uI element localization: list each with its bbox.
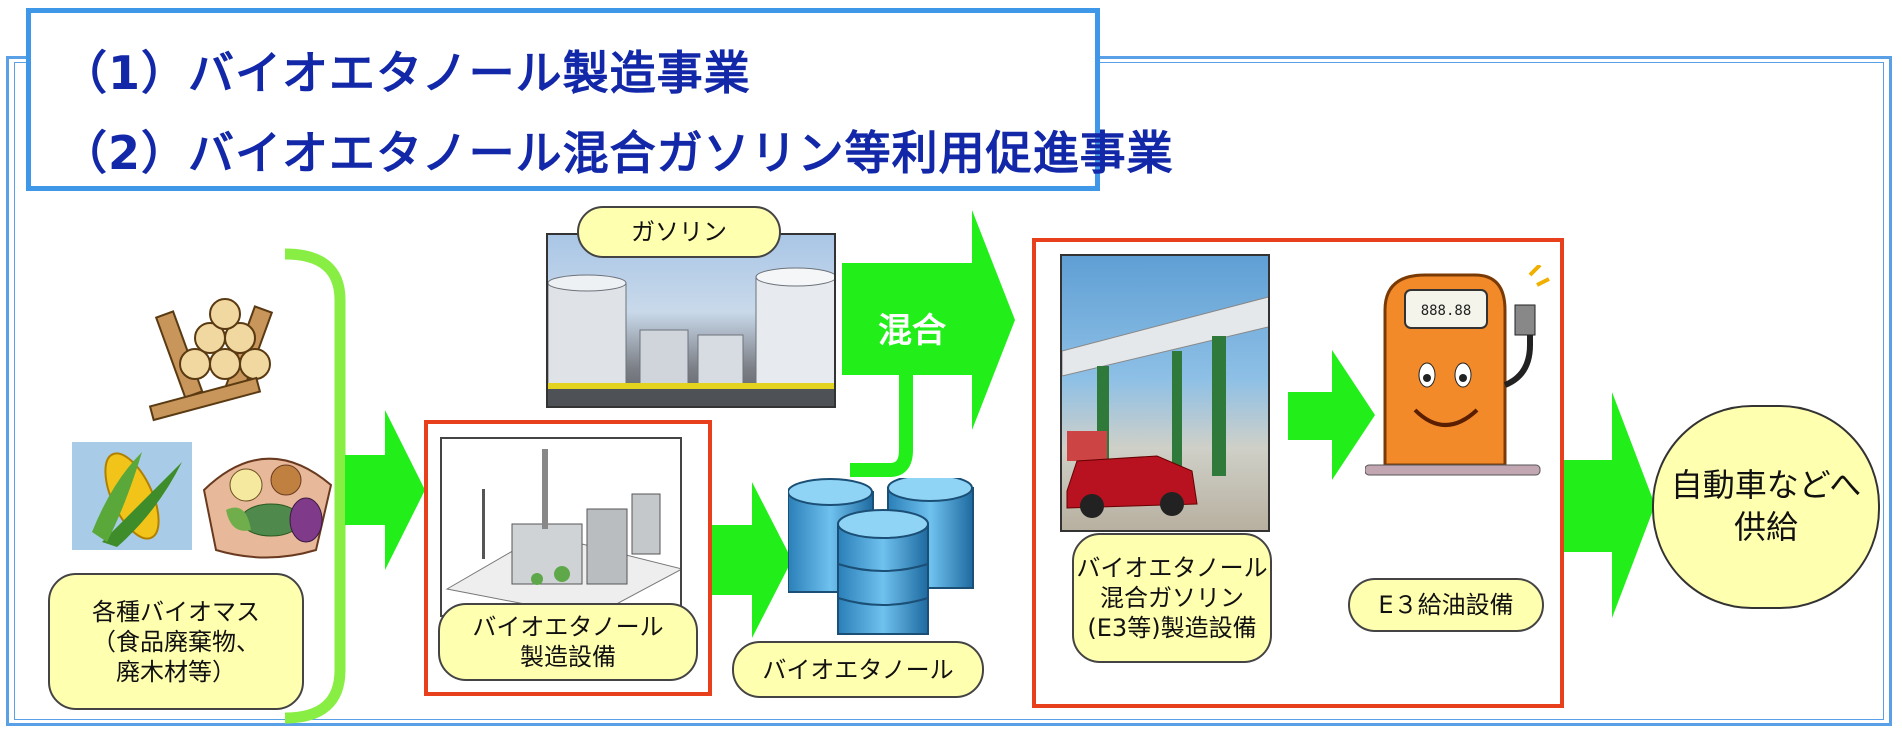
arrow-to-pump — [1288, 350, 1375, 480]
gasoline-tank-photo — [546, 233, 836, 408]
gasoline-label: ガソリン — [577, 206, 781, 258]
ethanol-plant-frame — [424, 420, 712, 696]
oil-tanks-graphic — [548, 267, 834, 406]
biomass-bracket — [284, 248, 346, 724]
biomass-label-text: 各種バイオマス （食品廃棄物、 廃木材等） — [92, 597, 260, 686]
food-waste-icon — [202, 457, 333, 559]
fuel-pump-character-icon: 888.88 — [1365, 265, 1550, 476]
title-line-1: （1）バイオエタノール製造事業 — [61, 46, 751, 100]
ethanol-plant-label: バイオエタノール 製造設備 — [438, 603, 698, 681]
blend-station-frame — [1032, 238, 1564, 708]
factory-icon — [445, 449, 680, 615]
corn-icon — [92, 452, 182, 547]
gasoline-label-text: ガソリン — [631, 218, 727, 246]
gas-station-photo — [1060, 254, 1270, 532]
arrow-biomass-to-plant — [345, 410, 425, 570]
ethanol-drums-icon — [788, 478, 974, 635]
arrow-to-supply — [1560, 392, 1655, 618]
blend-plant-label-text: バイオエタノール 混合ガソリン (E3等)製造設備 — [1076, 554, 1268, 642]
title-box: （1）バイオエタノール製造事業 （2）バイオエタノール混合ガソリン等利用促進事業 — [26, 8, 1173, 191]
blend-plant-label: バイオエタノール 混合ガソリン (E3等)製造設備 — [1072, 533, 1272, 663]
ethanol-plant-label-text: バイオエタノール 製造設備 — [472, 613, 664, 671]
mix-arrow — [842, 210, 1015, 430]
corn-image — [72, 442, 192, 550]
pump-display-text: 888.88 — [1421, 303, 1472, 319]
logs-icon — [148, 298, 274, 422]
supply-label-text: 自動車などへ 供給 — [1670, 466, 1862, 546]
gas-station-graphic — [1062, 296, 1268, 518]
supply-label: 自動車などへ 供給 — [1652, 405, 1880, 609]
title-line-2: （2）バイオエタノール混合ガソリン等利用促進事業 — [61, 126, 1174, 180]
mix-label: 混合 — [878, 311, 946, 351]
arrow-plant-to-ethanol — [710, 482, 792, 638]
station-label: E３給油設備 — [1348, 578, 1544, 632]
ethanol-plant-illustration — [440, 437, 682, 617]
ethanol-label: バイオエタノール — [732, 641, 984, 698]
station-label-text: E３給油設備 — [1378, 591, 1514, 619]
biomass-label: 各種バイオマス （食品廃棄物、 廃木材等） — [48, 573, 304, 710]
ethanol-label-text: バイオエタノール — [762, 655, 954, 684]
ethanol-to-mix-connector — [850, 375, 913, 477]
